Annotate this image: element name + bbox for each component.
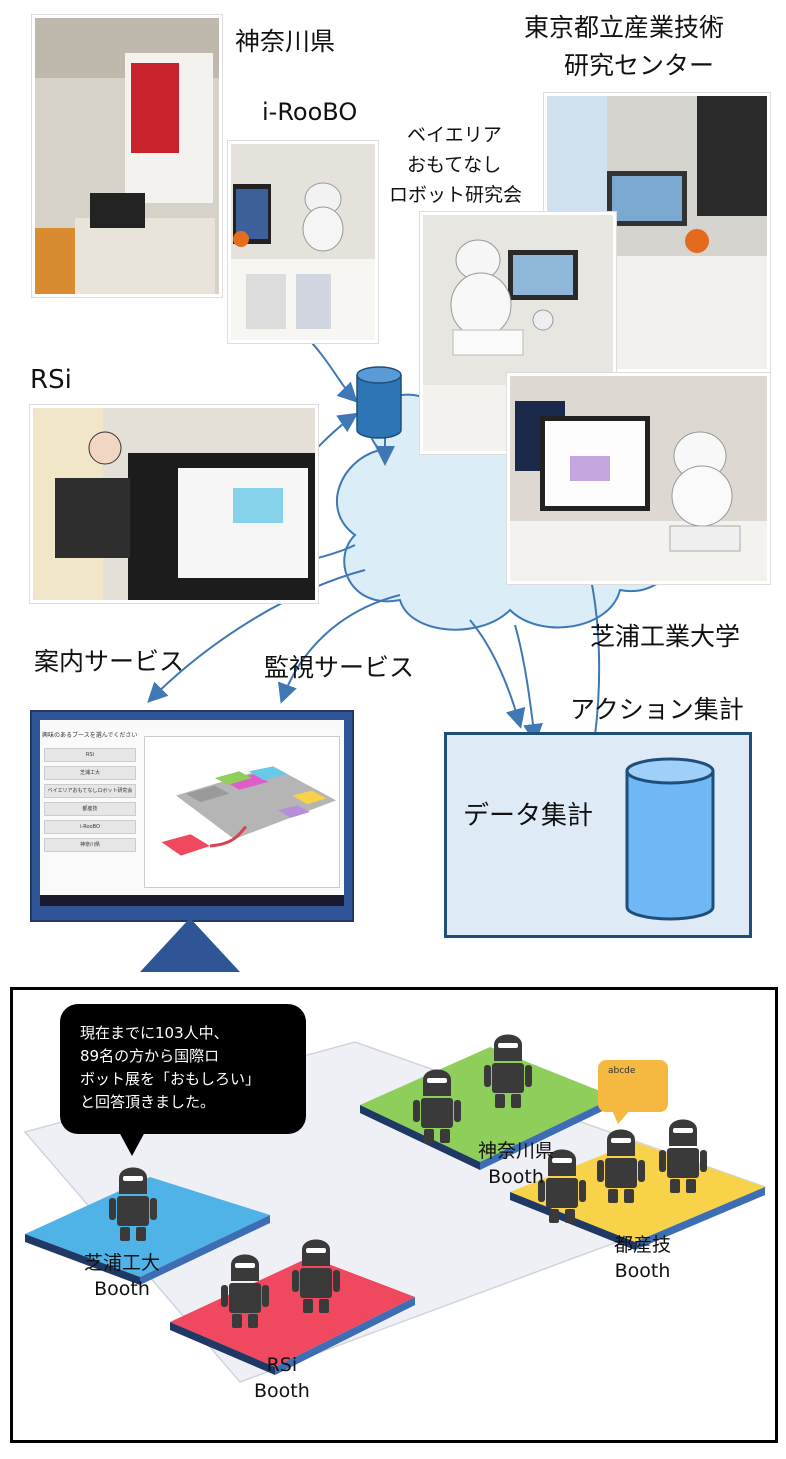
menu-button-tosan[interactable]: 都産技 [44,802,136,816]
photo-kanagawa-booth [32,15,222,297]
connector-cloud-agg-1 [469,619,526,729]
mini-bubble-text: abcde [608,1066,636,1076]
label-guide-service: 案内サービス [34,647,185,676]
speech-bubble-tail [118,1130,146,1156]
booth-word: Booth [254,1380,310,1402]
booth-label-kanagawa: 神奈川県 Booth [478,1138,554,1190]
database-cylinder-icon [625,757,715,921]
booth-name: 芝浦工大 [84,1252,161,1274]
booth-kanagawa-platform [360,1047,615,1170]
label-tokyo-line2: 研究センター [564,51,715,80]
app-screen: 興味のあるブースを選んでください RSi 芝浦工大 ベイエリアおもてなしロボット… [40,720,344,906]
robot-icon [292,1239,340,1313]
database-icon [356,366,402,439]
booth-word: Booth [488,1166,544,1188]
menu-button-bayarea[interactable]: ベイエリアおもてなしロボット研究会 [44,784,136,798]
connector-cloud-agg-3 [589,574,601,736]
monitor: 興味のあるブースを選んでください RSi 芝浦工大 ベイエリアおもてなしロボット… [30,710,354,922]
bubble-line-3: ボット展を「おもしろい」 [80,1070,261,1088]
menu-button-shibaura[interactable]: 芝浦工大 [44,766,136,780]
booth-name: RSi [266,1354,298,1376]
label-rsi: RSi [30,365,72,395]
speech-bubble-small: abcde [598,1060,668,1112]
robot-icon [659,1119,707,1193]
booth-label-rsi: RSi Booth [254,1352,310,1404]
photo-shibaura-booth [507,373,770,584]
taskbar [40,895,344,906]
robot-icon [221,1254,269,1328]
bubble-line-1: 現在までに103人中、 [80,1024,229,1042]
booth-name: 都産技 [614,1234,672,1256]
robot-icon [484,1034,532,1108]
bubble-line-2: 89名の方から国際ロ [80,1047,220,1065]
connector-cloud-agg-2 [514,624,543,744]
booth-label-shibaura: 芝浦工大 Booth [84,1250,160,1302]
label-bayarea-line3: ロボット研究会 [389,184,523,206]
connector-cloud-guide [147,569,366,703]
menu-button-iroobo[interactable]: i-RooBO [44,820,136,834]
booth-word: Booth [94,1278,150,1300]
photo-rsi-booth [30,405,318,603]
bubble-line-4: と回答頂きました。 [80,1093,216,1111]
menu-button-kanagawa[interactable]: 神奈川県 [44,838,136,852]
booth-shibaura-platform [25,1177,270,1285]
label-bayarea-line1: ベイエリア [407,124,502,146]
label-data-agg: データ集計 [463,801,594,831]
booth-word: Booth [614,1260,671,1282]
robot-icon [597,1129,645,1203]
photo-iroobo-booth [228,141,378,343]
monitor-stand [140,918,240,972]
booth-label-tosan: 都産技 Booth [614,1232,671,1284]
booth-rsi-platform [170,1257,415,1375]
label-monitor-service: 監視サービス [264,653,415,682]
floor-map-view [144,736,340,888]
label-tokyo-line1: 東京都立産業技術 [524,13,725,42]
booth-menu: RSi 芝浦工大 ベイエリアおもてなしロボット研究会 都産技 i-RooBO 神… [42,744,138,856]
label-kanagawa: 神奈川県 [235,27,336,56]
label-shibaura: 芝浦工業大学 [590,622,741,651]
speech-bubble-survey: 現在までに103人中、 89名の方から国際ロ ボット展を「おもしろい」 と回答頂… [60,1004,306,1134]
robot-icon [413,1069,461,1143]
screen-title: 興味のあるブースを選んでください [42,732,138,739]
label-bayarea-line2: おもてなし [407,154,502,176]
data-aggregation-box: データ集計 [444,732,752,938]
label-iroobo: i-RooBO [262,98,358,126]
menu-button-rsi[interactable]: RSi [44,748,136,762]
booth-name: 神奈川県 [478,1140,555,1162]
robot-icon [109,1167,157,1241]
connector-cloud-monitor [278,594,401,704]
speech-bubble-small-tail [612,1110,630,1124]
label-action-agg: アクション集計 [570,695,744,724]
